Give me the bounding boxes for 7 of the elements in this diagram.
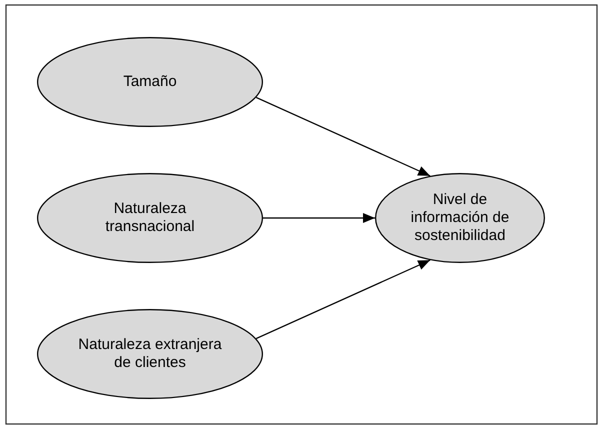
node-label: Nivel de información de sostenibilidad (410, 191, 510, 245)
arrow (256, 96, 430, 176)
node-label: Tamaño (123, 73, 177, 91)
node-label: Naturaleza extranjera de clientes (77, 336, 223, 372)
arrow (263, 213, 375, 223)
node-label: Naturaleza transnacional (104, 200, 196, 236)
arrow (256, 260, 430, 340)
